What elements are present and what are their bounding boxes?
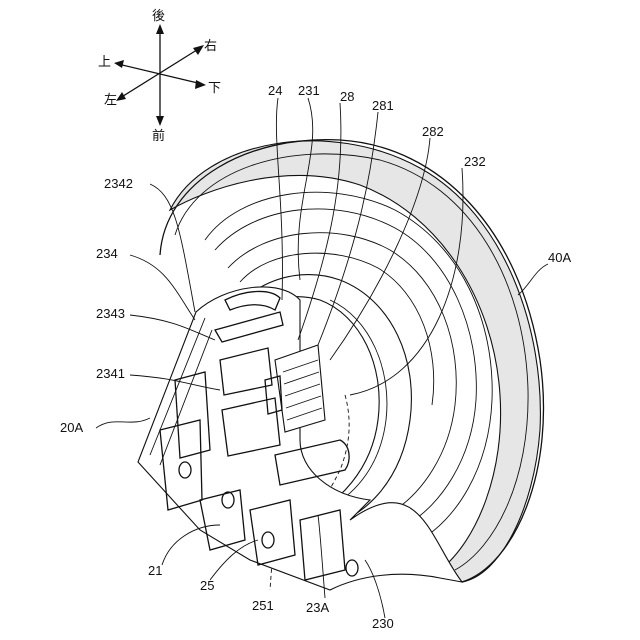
label-2343: 2343 xyxy=(96,306,125,321)
label-282: 282 xyxy=(422,124,444,139)
label-251: 251 xyxy=(252,598,274,613)
direction-up-label: 上 xyxy=(98,55,111,70)
direction-right-label: 右 xyxy=(204,39,217,54)
label-40A: 40A xyxy=(548,250,571,265)
direction-back-label: 後 xyxy=(152,9,165,24)
label-2342: 2342 xyxy=(104,176,133,191)
label-25: 25 xyxy=(200,578,214,593)
label-23A: 23A xyxy=(306,600,329,615)
label-24: 24 xyxy=(268,83,282,98)
direction-front-label: 前 xyxy=(152,128,165,144)
bracket-234 xyxy=(138,287,462,590)
label-21: 21 xyxy=(148,563,162,578)
label-232: 232 xyxy=(464,154,486,169)
direction-down-label: 下 xyxy=(208,81,221,96)
label-281: 281 xyxy=(372,98,394,113)
label-28: 28 xyxy=(340,89,354,104)
label-2341: 2341 xyxy=(96,366,125,381)
direction-compass: 後 前 上 下 左 右 xyxy=(98,9,221,144)
label-230: 230 xyxy=(372,616,394,631)
label-231: 231 xyxy=(298,83,320,98)
label-234: 234 xyxy=(96,246,118,261)
label-20A: 20A xyxy=(60,420,83,435)
direction-left-label: 左 xyxy=(104,93,117,108)
